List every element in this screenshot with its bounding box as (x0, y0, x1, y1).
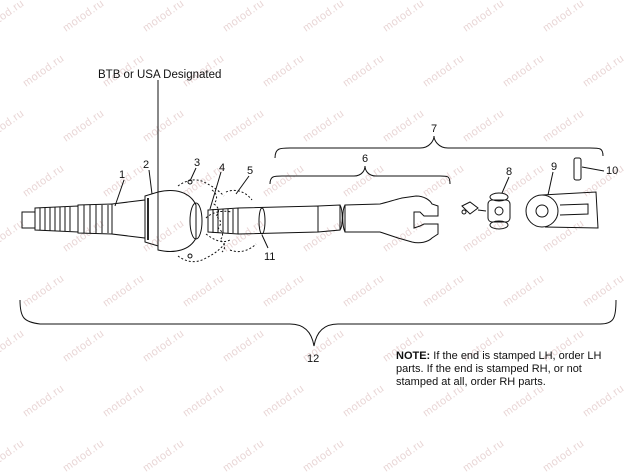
splined-shaft-stub (21, 199, 146, 239)
callout-7: 7 (431, 123, 438, 135)
drive-shaft-yoke (207, 195, 439, 244)
callout-11: 11 (264, 251, 276, 263)
callout-5: 5 (247, 165, 254, 177)
note-label: NOTE: (396, 350, 431, 362)
callout-2: 2 (143, 159, 150, 171)
bracket-item-6 (269, 165, 451, 185)
boot-clamp-lower (187, 253, 193, 259)
callout-9: 9 (551, 161, 558, 173)
roll-pin (573, 157, 582, 181)
designation-label: BTB or USA Designated (98, 69, 222, 81)
callout-6: 6 (362, 153, 369, 165)
bracket-item-12 (19, 299, 617, 347)
callout-8: 8 (506, 166, 513, 178)
callout-1: 1 (119, 169, 126, 181)
grease-fitting (461, 201, 487, 215)
ordering-note: NOTE: If the end is stamped LH, order LH… (396, 350, 611, 389)
note-text: If the end is stamped LH, order LH parts… (396, 350, 602, 388)
cv-joint-housing (144, 190, 203, 252)
callout-4: 4 (219, 162, 226, 174)
leader-lines (114, 166, 605, 249)
yoke-end (525, 191, 599, 229)
cv-boot-outline (177, 179, 257, 263)
bracket-item-7 (274, 135, 604, 159)
callout-10: 10 (606, 165, 619, 177)
callout-12: 12 (307, 353, 320, 365)
callout-3: 3 (194, 157, 201, 169)
universal-joint-cross (487, 192, 511, 230)
